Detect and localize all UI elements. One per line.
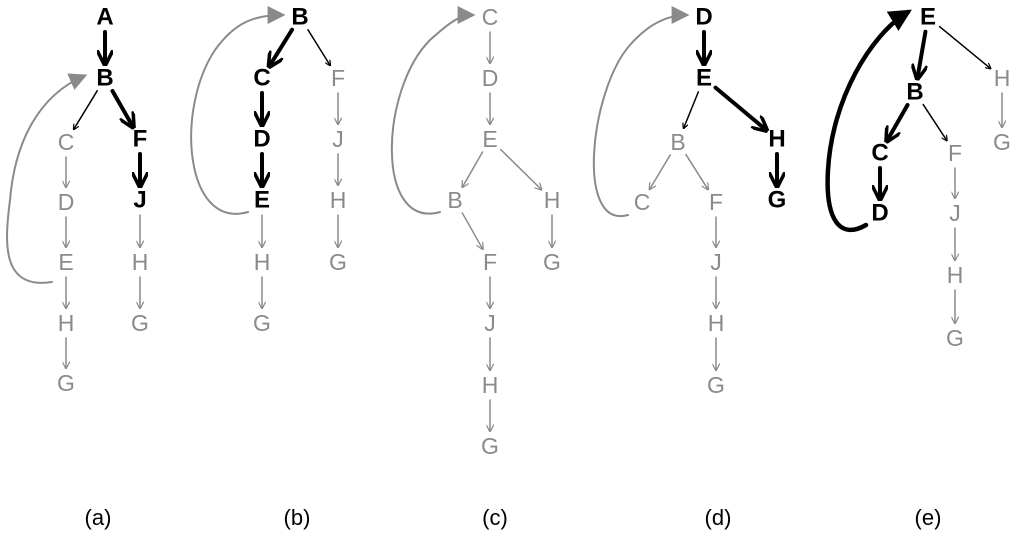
panel-4-edge-E-H1	[938, 25, 991, 69]
panel-4-node-D: D	[871, 200, 888, 227]
panel-2-node-H1: H	[544, 187, 561, 213]
panel-4-node-C: C	[871, 140, 888, 167]
edges-layer	[6, 6, 1002, 431]
panel-2-node-F: F	[483, 249, 497, 275]
panel-a-caption: (a)	[85, 505, 112, 530]
panel-3-node-J: J	[710, 249, 722, 275]
panel-2-node-H2: H	[482, 372, 499, 398]
panel-1-back-edge	[190, 6, 286, 215]
panel-3-node-H2: H	[708, 310, 725, 336]
panel-2-node-B: B	[447, 187, 462, 213]
panel-3-node-D: D	[695, 4, 712, 31]
panel-e-caption: (e)	[915, 505, 942, 530]
panel-1-node-G1: G	[253, 310, 271, 336]
panel-2-edge-E-H1	[499, 148, 542, 190]
panel-0-node-H1: H	[58, 310, 75, 336]
panel-1-node-C: C	[253, 65, 270, 92]
panel-4-edge-B-F	[922, 103, 947, 141]
panel-4-edge-B-C	[887, 103, 910, 140]
panel-4-node-H1: H	[994, 65, 1011, 91]
panel-2-node-G2: G	[481, 433, 499, 459]
panel-0-node-B: B	[96, 65, 113, 92]
panel-2-node-G1: G	[543, 249, 561, 275]
panel-4-back-edge	[825, 9, 912, 232]
panel-4-node-H2: H	[947, 262, 964, 288]
panel-4-node-B: B	[906, 79, 923, 106]
panel-3-node-G1: G	[768, 187, 787, 214]
panel-1-node-G2: G	[329, 249, 347, 275]
panel-4-node-J: J	[949, 200, 961, 226]
panel-1-node-D: D	[253, 126, 270, 153]
panel-0-node-E: E	[58, 249, 73, 275]
panel-3-node-H1: H	[768, 126, 785, 153]
panel-3-edge-E-B	[684, 91, 700, 128]
panel-4-node-G1: G	[993, 129, 1011, 155]
captions: (a) (b) (c) (d) (e)	[85, 505, 942, 530]
panel-1-node-F: F	[331, 65, 345, 91]
panel-0-node-J: J	[133, 187, 146, 214]
panel-0-node-A: A	[96, 4, 113, 31]
panel-0-node-G2: G	[131, 310, 149, 336]
panel-0-node-F: F	[133, 126, 148, 153]
panel-1-node-J: J	[332, 126, 344, 152]
panel-3-node-F: F	[709, 189, 723, 215]
panel-1-edge-B-C	[270, 27, 295, 66]
panel-2-node-C: C	[482, 4, 499, 30]
panel-0-node-D: D	[58, 189, 75, 215]
panel-1-node-H2: H	[330, 187, 347, 213]
panel-4-node-F: F	[948, 140, 962, 166]
panel-2-edge-E-B	[462, 151, 484, 187]
panel-4-edge-E-B	[918, 29, 926, 77]
panel-1-edge-B-F	[307, 28, 330, 66]
panel-1-node-E: E	[254, 187, 270, 214]
panel-b-caption: (b)	[284, 505, 311, 530]
panel-2-node-J: J	[484, 310, 496, 336]
panel-0-edge-B-F	[110, 89, 132, 126]
panel-3-node-E: E	[696, 65, 712, 92]
panel-3-node-C: C	[634, 189, 651, 215]
panel-3-node-G2: G	[707, 372, 725, 398]
panel-2-back-edge	[390, 6, 476, 215]
panel-4-node-G2: G	[946, 325, 964, 351]
panel-0-back-edge	[6, 73, 88, 284]
panel-1-node-H1: H	[254, 249, 271, 275]
panel-0-node-G1: G	[57, 370, 75, 396]
panel-3-edge-E-H1	[713, 85, 766, 130]
panel-2-edge-B-F	[461, 212, 482, 249]
panel-2-node-E: E	[482, 126, 497, 152]
panel-1-node-B: B	[291, 4, 308, 31]
nodes-layer: A B C D E H G F J H G B C D E H G F J H G C D E B H G F J H G D E B C F J H G H…	[57, 4, 1011, 460]
panel-0-node-C: C	[58, 129, 75, 155]
panel-2-node-D: D	[482, 65, 499, 91]
panel-3-node-B: B	[670, 129, 685, 155]
panel-0-edge-B-C	[74, 90, 98, 129]
panel-3-back-edge	[592, 6, 690, 218]
panel-3-edge-B-C	[650, 154, 672, 189]
panel-3-edge-B-F	[685, 153, 708, 190]
panel-0-node-H2: H	[132, 249, 149, 275]
panel-d-caption: (d)	[705, 505, 732, 530]
panel-4-node-E: E	[920, 4, 936, 31]
panel-c-caption: (c)	[482, 505, 508, 530]
